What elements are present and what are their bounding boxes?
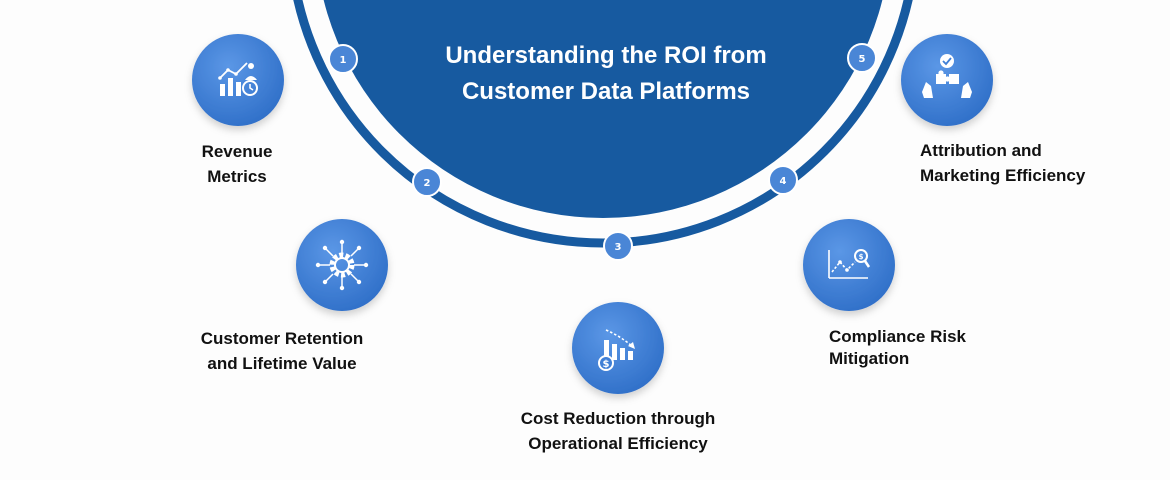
badge-1: 1 <box>328 44 358 74</box>
label-compliance-risk: Compliance Risk Mitigation <box>829 326 1029 370</box>
badge-5: 5 <box>847 43 877 73</box>
label-attribution: Attribution and Marketing Efficiency <box>920 138 1140 188</box>
svg-text:2: 2 <box>424 178 431 189</box>
badge-4: 4 <box>768 165 798 195</box>
gear-network-icon <box>296 219 388 311</box>
label-line: Marketing Efficiency <box>920 166 1086 185</box>
title-line-2: Customer Data Platforms <box>461 78 751 105</box>
label-revenue-metrics: Revenue Metrics <box>150 139 324 189</box>
badge-2: 2 <box>412 167 442 197</box>
label-line: and Lifetime Value <box>207 354 357 373</box>
cost-decline-icon: $ <box>572 302 664 394</box>
title-line-1: Understanding the ROI from <box>445 42 767 69</box>
svg-text:$: $ <box>603 359 610 370</box>
risk-analysis-icon: $ <box>803 219 895 311</box>
label-customer-retention: Customer Retention and Lifetime Value <box>180 326 384 376</box>
title-circle <box>323 0 883 218</box>
svg-text:4: 4 <box>780 176 787 187</box>
label-line: Customer Retention <box>200 329 364 348</box>
outer-ring <box>293 0 913 248</box>
label-line: Cost Reduction through <box>520 409 716 428</box>
puzzle-hands-icon <box>901 34 993 126</box>
label-line: Compliance Risk <box>829 327 966 346</box>
diagram-title: Understanding the ROI from Customer Data… <box>380 38 832 110</box>
label-line: Attribution and <box>920 141 1042 160</box>
label-line: Operational Efficiency <box>528 434 708 453</box>
label-cost-reduction: Cost Reduction through Operational Effic… <box>488 406 748 456</box>
svg-text:1: 1 <box>340 55 347 66</box>
label-line: Mitigation <box>829 349 910 368</box>
revenue-chart-icon <box>192 34 284 126</box>
badge-3: 3 <box>603 231 633 261</box>
label-line: Revenue <box>201 142 273 161</box>
svg-text:5: 5 <box>859 54 866 65</box>
svg-text:$: $ <box>859 253 864 261</box>
svg-text:3: 3 <box>615 242 622 253</box>
label-line: Metrics <box>207 167 267 186</box>
